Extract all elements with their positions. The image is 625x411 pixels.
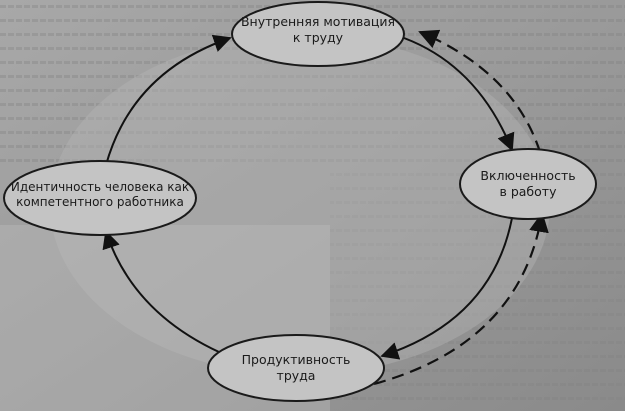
node-motivation (231, 1, 405, 67)
arrow-engagement-to-productivity (380, 217, 513, 360)
arrow-productivity-to-identity (102, 230, 229, 357)
node-engagement (459, 148, 597, 220)
arrow-motivation-to-engagement (403, 37, 515, 152)
node-productivity (207, 334, 385, 402)
node-identity-line2: компетентного работника (16, 195, 184, 209)
node-engagement-label: Включенность в работу (460, 168, 596, 199)
node-identity-label: Идентичность человека как компетентного … (6, 180, 194, 210)
arrow-identity-to-motivation (105, 34, 232, 166)
node-identity (3, 160, 197, 236)
node-productivity-label: Продуктивность труда (208, 352, 384, 383)
node-productivity-line1: Продуктивность (241, 352, 351, 367)
node-engagement-line2: в работу (499, 183, 557, 199)
node-motivation-line2: к труду (292, 29, 344, 45)
dashed-arrow-productivity-to-engagement (373, 212, 549, 386)
node-motivation-label: Внутренняя мотивация к труду (232, 14, 404, 45)
node-engagement-line1: Включенность (480, 168, 576, 183)
node-motivation-line1: Внутренняя мотивация (240, 14, 396, 29)
dashed-arrow-engagement-to-motivation (418, 29, 542, 153)
node-identity-line1: Идентичность человека как (10, 180, 190, 194)
node-productivity-line2: труда (276, 367, 316, 383)
